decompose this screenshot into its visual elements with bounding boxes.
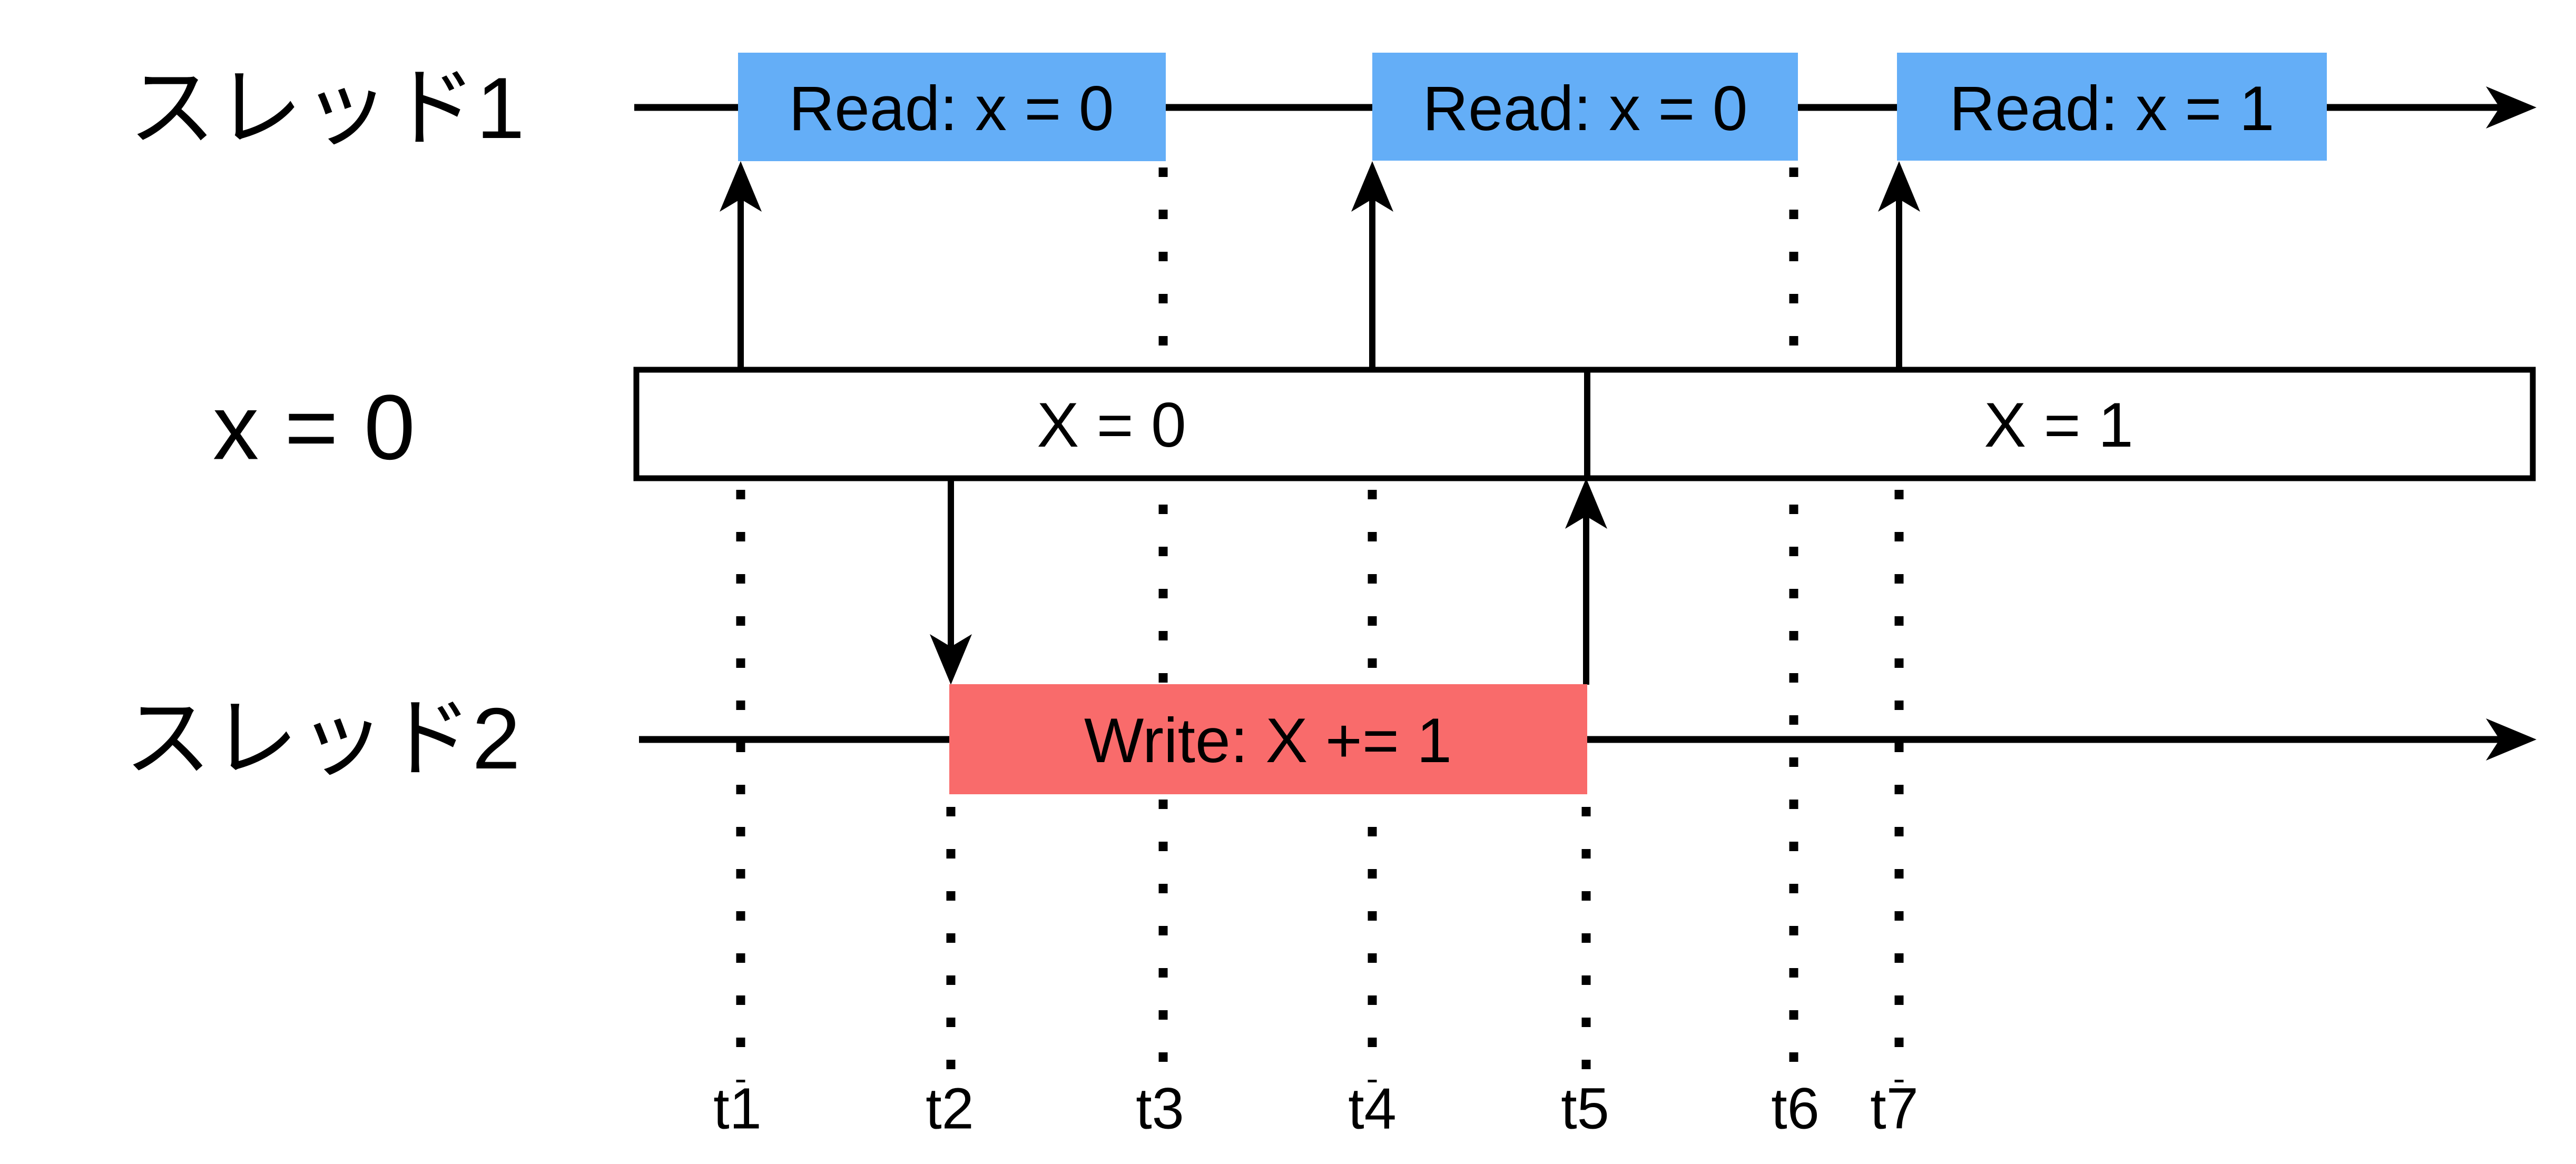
thread1-label: スレッド1 <box>129 60 525 156</box>
time-label-t5: t5 <box>1561 1077 1609 1141</box>
state-label-1: X = 1 <box>1984 390 2133 460</box>
shared-var-label: x = 0 <box>213 377 415 479</box>
arrow-write-start-at-t2 <box>930 478 972 685</box>
read-box-3 <box>1897 53 2327 161</box>
arrow-read1-at-t1 <box>720 161 762 370</box>
read-box-2 <box>1372 53 1798 161</box>
read-box-1 <box>738 53 1166 161</box>
arrow-read3-at-t7 <box>1878 161 1920 370</box>
thread2-label: スレッド2 <box>124 690 520 787</box>
read-box-3-label: Read: x = 1 <box>1949 73 2274 144</box>
write-box <box>949 684 1587 794</box>
read-box-2-label: Read: x = 0 <box>1422 73 1747 144</box>
arrow-write-commit-at-t5 <box>1565 478 1607 685</box>
time-label-t7: t7 <box>1870 1077 1919 1141</box>
time-label-t4: t4 <box>1348 1077 1397 1141</box>
arrow-read1-arrowhead <box>720 161 762 212</box>
state-label-0: X = 0 <box>1037 390 1186 460</box>
arrow-write-start-arrowhead <box>930 634 972 685</box>
time-label-t2: t2 <box>926 1077 974 1141</box>
read-box-1-label: Read: x = 0 <box>789 73 1114 144</box>
arrow-write-commit-arrowhead <box>1565 478 1607 529</box>
arrow-read2-arrowhead <box>1351 161 1393 212</box>
arrow-read3-arrowhead <box>1878 161 1920 212</box>
time-label-t3: t3 <box>1136 1077 1184 1141</box>
thread1-timeline-arrowhead <box>2486 86 2536 129</box>
thread2-timeline-arrowhead <box>2486 718 2536 761</box>
arrow-read2-at-t4 <box>1351 161 1393 370</box>
time-label-t6: t6 <box>1771 1077 1820 1141</box>
time-label-t1: t1 <box>713 1077 762 1141</box>
write-box-label: Write: X += 1 <box>1084 705 1452 776</box>
